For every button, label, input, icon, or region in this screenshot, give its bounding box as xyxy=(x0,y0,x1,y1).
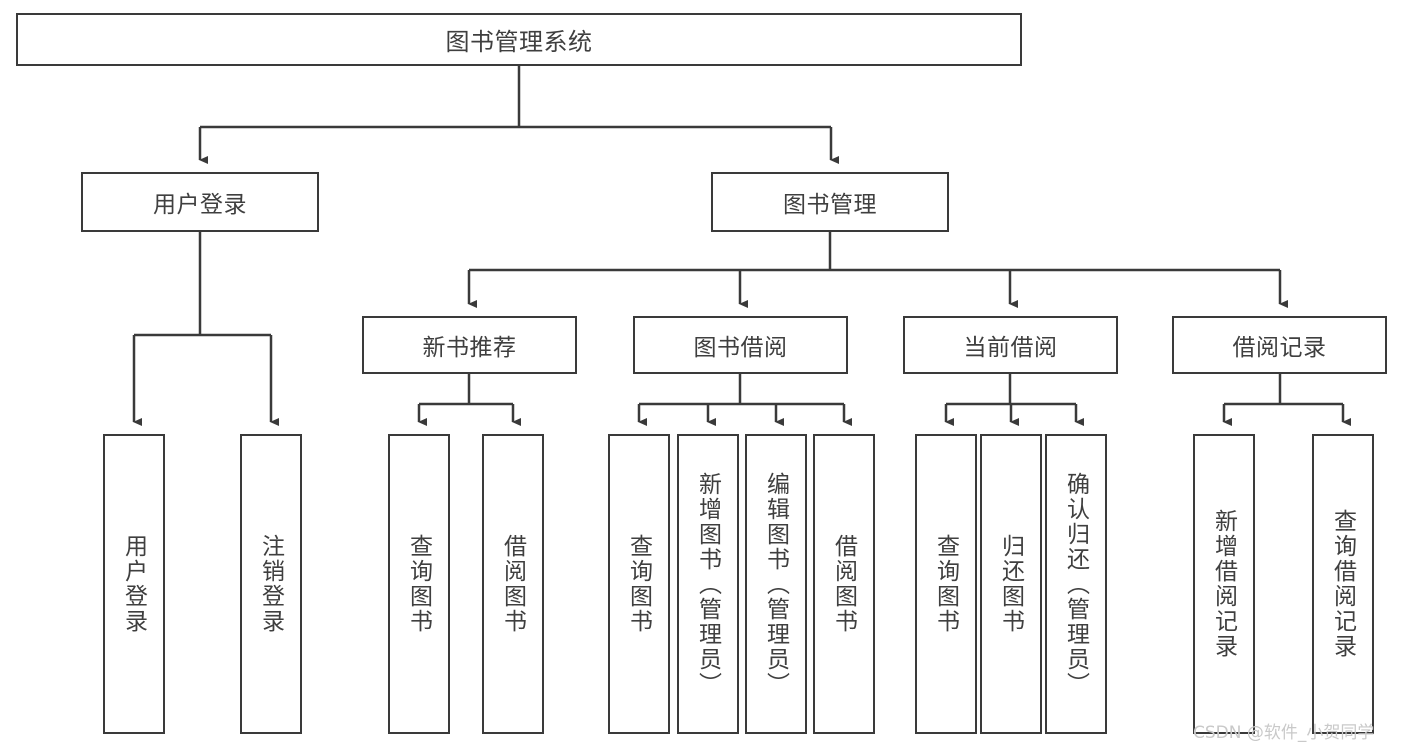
leaf-edit-book-admin[interactable]: 编辑图书（管理员） xyxy=(745,434,807,734)
node-root-label: 图书管理系统 xyxy=(445,29,593,56)
leaf-add-book-admin[interactable]: 新增图书（管理员） xyxy=(677,434,739,734)
leaf-add-borrow-record-label: 新增借阅记录 xyxy=(1211,509,1238,659)
leaf-borrow-lend-book[interactable]: 借阅图书 xyxy=(813,434,875,734)
leaf-newbook-borrow-book-label: 借阅图书 xyxy=(500,534,527,634)
node-root[interactable]: 图书管理系统 xyxy=(16,13,1022,66)
node-borrow-record-label: 借阅记录 xyxy=(1232,334,1327,360)
node-borrow-record[interactable]: 借阅记录 xyxy=(1172,316,1387,374)
node-new-book-recommend-label: 新书推荐 xyxy=(422,334,517,360)
leaf-query-borrow-record-label: 查询借阅记录 xyxy=(1330,509,1357,659)
node-book-management[interactable]: 图书管理 xyxy=(711,172,949,232)
leaf-confirm-return-admin-label: 确认归还（管理员） xyxy=(1063,471,1090,697)
leaf-borrow-query-book-label: 查询图书 xyxy=(626,534,653,634)
leaf-newbook-borrow-book[interactable]: 借阅图书 xyxy=(482,434,544,734)
node-book-borrow[interactable]: 图书借阅 xyxy=(633,316,848,374)
node-user-login-label: 用户登录 xyxy=(153,191,247,217)
leaf-user-login-label: 用户登录 xyxy=(121,534,148,634)
leaf-borrow-query-book[interactable]: 查询图书 xyxy=(608,434,670,734)
leaf-logout[interactable]: 注销登录 xyxy=(240,434,302,734)
node-book-management-label: 图书管理 xyxy=(783,191,877,217)
leaf-add-book-admin-label: 新增图书（管理员） xyxy=(695,471,722,697)
node-book-borrow-label: 图书借阅 xyxy=(693,334,788,360)
node-current-borrow-label: 当前借阅 xyxy=(963,334,1058,360)
leaf-confirm-return-admin[interactable]: 确认归还（管理员） xyxy=(1045,434,1107,734)
leaf-query-borrow-record[interactable]: 查询借阅记录 xyxy=(1312,434,1374,734)
leaf-add-borrow-record[interactable]: 新增借阅记录 xyxy=(1193,434,1255,734)
node-new-book-recommend[interactable]: 新书推荐 xyxy=(362,316,577,374)
leaf-borrow-lend-book-label: 借阅图书 xyxy=(831,534,858,634)
node-user-login[interactable]: 用户登录 xyxy=(81,172,319,232)
leaf-newbook-query-book-label: 查询图书 xyxy=(406,534,433,634)
leaf-logout-label: 注销登录 xyxy=(258,534,285,634)
node-current-borrow[interactable]: 当前借阅 xyxy=(903,316,1118,374)
leaf-current-query-book-label: 查询图书 xyxy=(933,534,960,634)
leaf-user-login[interactable]: 用户登录 xyxy=(103,434,165,734)
leaf-newbook-query-book[interactable]: 查询图书 xyxy=(388,434,450,734)
leaf-current-query-book[interactable]: 查询图书 xyxy=(915,434,977,734)
csdn-watermark: CSDN @软件_小贺同学 xyxy=(1193,723,1375,743)
leaf-edit-book-admin-label: 编辑图书（管理员） xyxy=(763,471,790,697)
leaf-return-book[interactable]: 归还图书 xyxy=(980,434,1042,734)
leaf-return-book-label: 归还图书 xyxy=(998,534,1025,634)
